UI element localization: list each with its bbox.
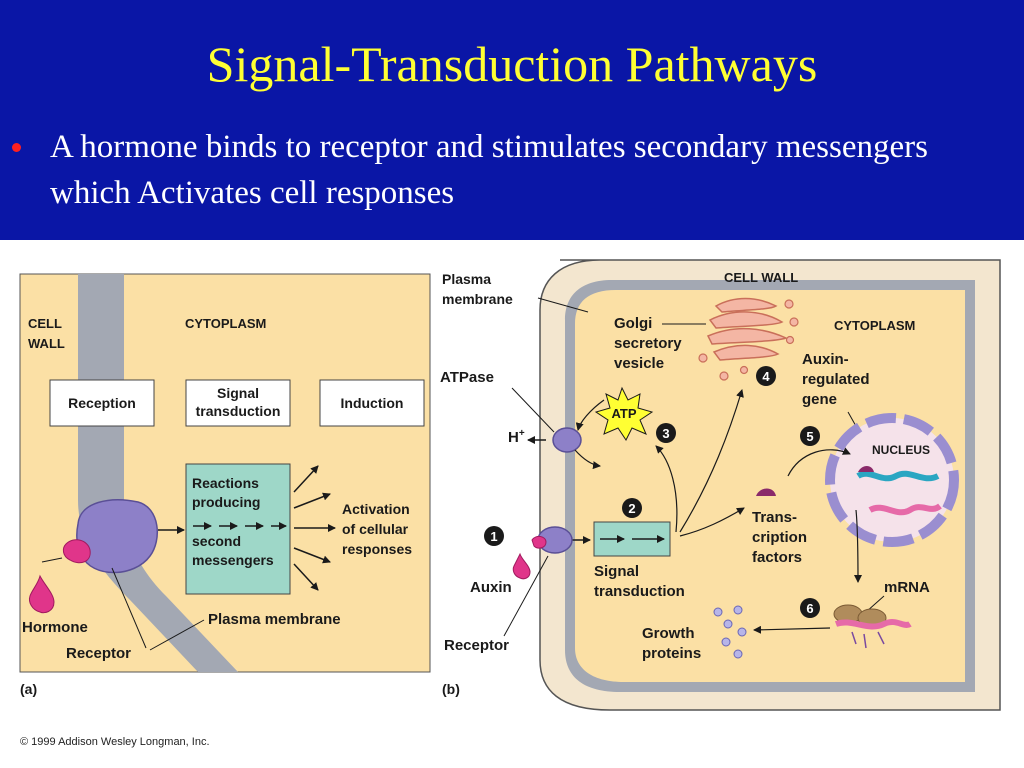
plasma-membrane-label: Plasma membrane [208,611,341,628]
bound-factor-icon [858,466,874,472]
nucleus: NUCLEUS [825,413,959,547]
reception-box [49,379,155,427]
cell-wall-label-b: CELL WALL [724,270,798,285]
hormone-pointer [41,557,63,563]
svg-text:6: 6 [806,601,813,616]
panel-b-label: (b) [442,681,460,697]
nuclear-envelope [825,413,959,547]
atp-burst-icon [594,386,654,441]
signal-transduction-box [185,379,291,427]
bullet-icon [12,143,21,152]
svg-text:1: 1 [490,529,497,544]
step-6: 6 [800,598,820,618]
nucleus-to-mrna-arrow [853,509,862,583]
hormone-label: Hormone [22,619,88,636]
step-2: 2 [622,498,642,518]
atpase-label: ATPase [440,369,494,386]
secretory-vesicles [698,299,799,381]
svg-text:4: 4 [762,369,770,384]
to-factor-arrow [679,507,745,537]
h-plus-label: H+ [508,428,525,446]
dna-strand-blue [856,470,940,482]
copyright-notice: © 1999 Addison Wesley Longman, Inc. [20,736,210,748]
transcription-factor-icon [756,488,776,496]
receptor-pointer [111,567,147,649]
step-4: 4 [756,366,776,386]
panel-a-label: (a) [20,681,37,697]
receptor-label: Receptor [66,645,131,662]
hormone-free-icon [29,574,55,614]
cytoplasm-b [575,290,965,682]
auxin-bound-icon [531,535,547,549]
cytoplasm-label: CYTOPLASM [185,316,266,331]
induction-box [319,379,425,427]
atpase-out-arrow [574,449,601,470]
svg-text:5: 5 [806,429,813,444]
hormone-bound-icon [62,539,91,564]
svg-text:3: 3 [662,426,669,441]
step-3: 3 [656,423,676,443]
receptor-protein [76,499,158,574]
cytoplasm-label-b: CYTOPLASM [834,318,915,333]
auxin-free-icon [512,552,531,580]
reception-label: Reception [68,395,136,411]
auxin-label: Auxin [470,579,512,596]
slide-title: Signal-Transduction Pathways [206,36,818,92]
dna-strand-pink [868,503,942,516]
receptor-label-b: Receptor [444,637,509,654]
membrane-pointer [149,619,205,651]
step-1: 1 [484,526,504,546]
mrna-label: mRNA [884,579,930,596]
atp-to-atpase-arrow [575,399,605,431]
nucleus-label: NUCLEUS [872,443,930,457]
to-golgi-arrow [679,389,744,533]
induction-label: Induction [341,395,404,411]
slide-header: Signal-Transduction Pathways A hormone b… [0,0,1024,240]
to-atp-arrow [655,445,678,533]
second-messenger-box [185,463,291,595]
receptor-pointer-b [503,555,549,637]
ribosome-icon [833,604,912,649]
mrna-to-protein-arrow [753,625,831,634]
response-arrows [293,465,336,591]
membrane-pointer-b [537,297,589,313]
svg-text:2: 2 [628,501,635,516]
bullet-text: A hormone binds to receptor and stimulat… [50,129,928,211]
factor-to-nucleus-arrow [787,447,851,477]
golgi-apparatus [706,297,789,361]
atpase-protein [552,427,582,453]
growth-protein-dots [713,605,747,659]
atpase-pointer [511,387,555,433]
atp-label: ATP [611,406,636,421]
step-5: 5 [800,426,820,446]
